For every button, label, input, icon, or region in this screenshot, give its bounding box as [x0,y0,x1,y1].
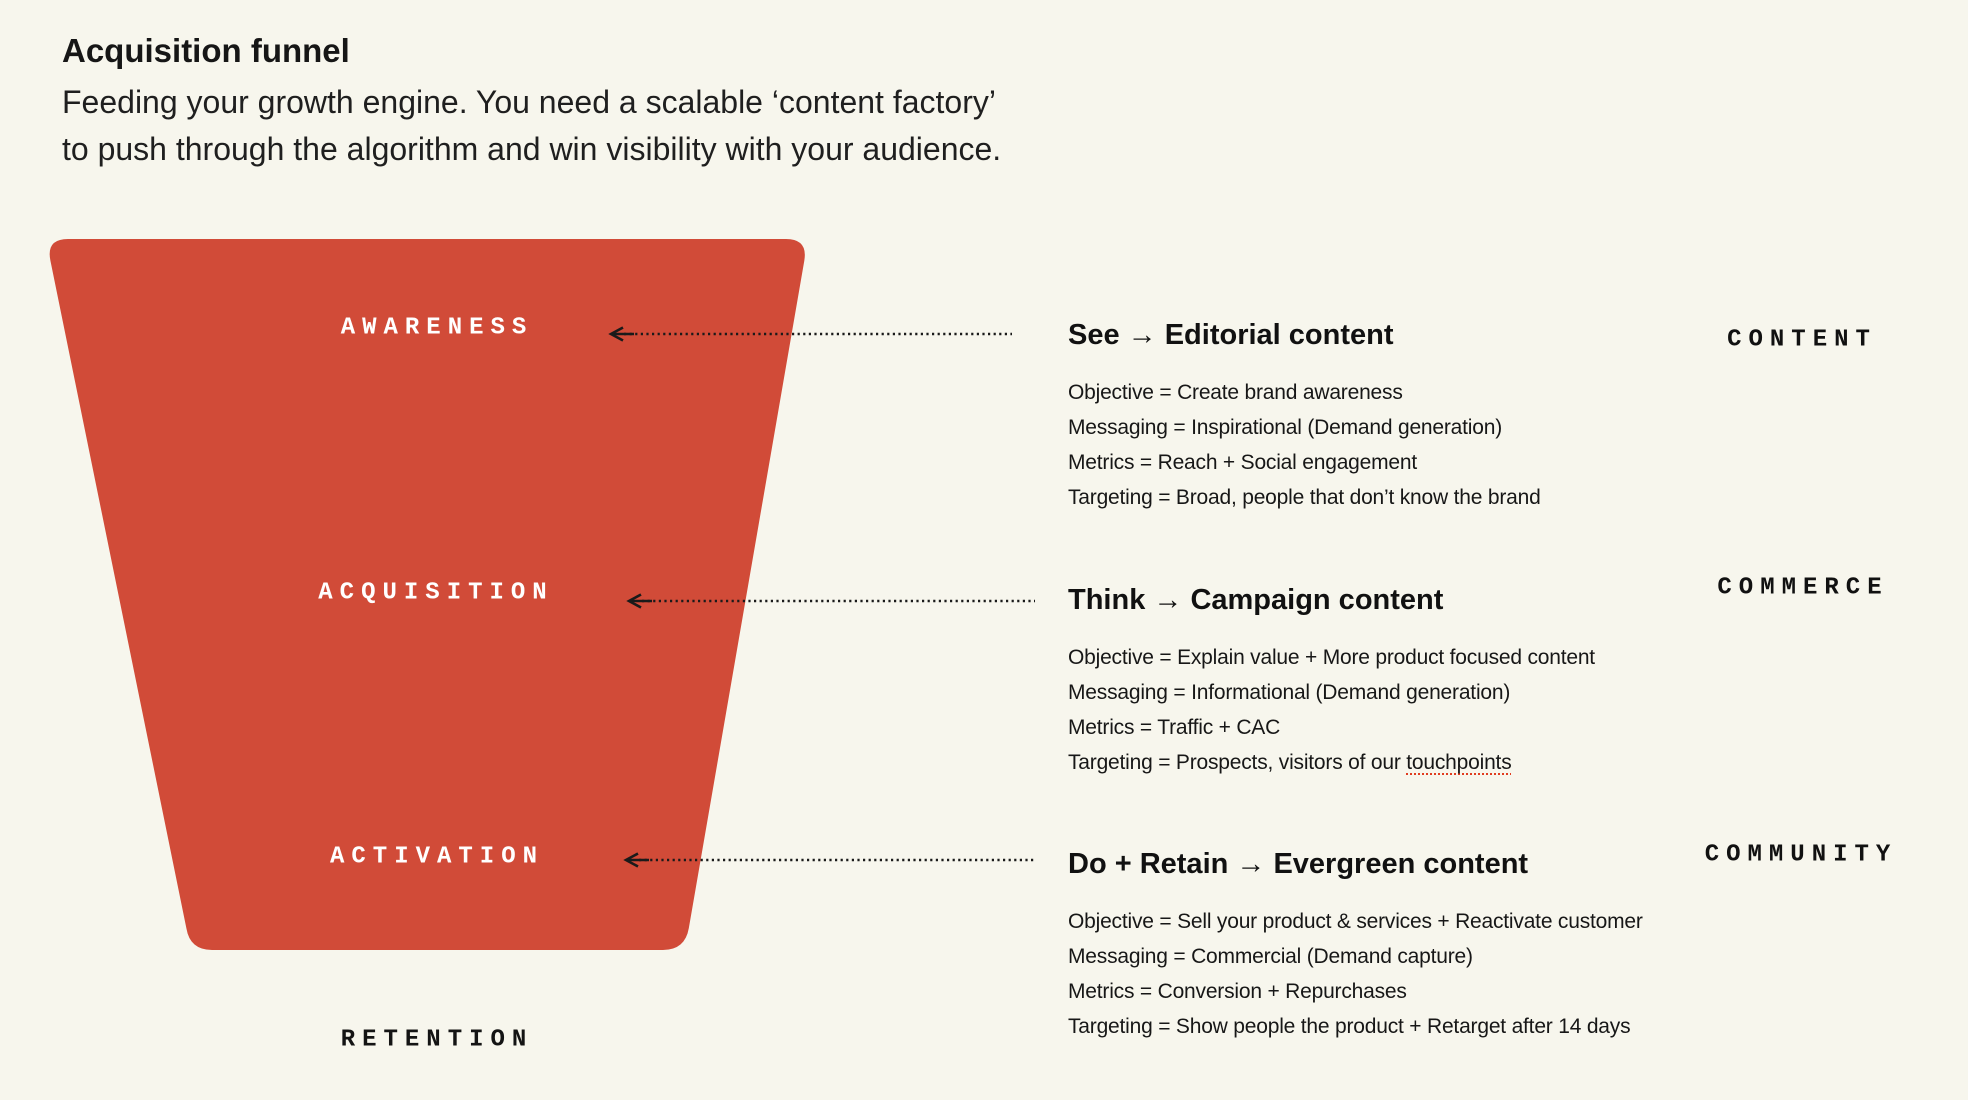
dotted-arrow-awareness-icon [608,326,1013,347]
detail-targeting: Targeting = Prospects, visitors of our t… [1068,745,1595,780]
dotted-arrow-acquisition-icon [626,593,1036,614]
detail-metrics: Metrics = Conversion + Repurchases [1068,980,1407,1003]
detail-targeting: Targeting = Show people the product + Re… [1068,1015,1631,1038]
detail-targeting: Targeting = Broad, people that don’t kno… [1068,486,1541,509]
category-label-commerce: COMMERCE [1717,574,1889,602]
detail-targeting-text: Targeting = Prospects, visitors of our [1068,751,1407,774]
section-think-campaign: Think → Campaign content Objective = Exp… [1068,582,1595,780]
detail-messaging: Messaging = Informational (Demand genera… [1068,681,1511,704]
page-subtitle: Feeding your growth engine. You need a s… [62,84,1002,167]
section-details: Objective = Create brand awareness Messa… [1068,375,1541,515]
detail-objective: Objective = Sell your product & services… [1068,910,1643,933]
section-details: Objective = Explain value + More product… [1068,640,1595,780]
page-title: Acquisition funnel [62,32,350,69]
funnel-trapezoid [49,239,805,950]
funnel-shape [49,239,805,950]
stage-label-retention: RETENTION [340,1026,534,1054]
stage-label-awareness: AWARENESS [340,314,534,342]
category-label-content: CONTENT [1727,326,1877,354]
section-see-editorial: See → Editorial content Objective = Crea… [1068,317,1541,515]
section-details: Objective = Sell your product & services… [1068,904,1643,1044]
stage-label-activation: ACTIVATION [329,843,545,871]
section-do-retain-evergreen: Do + Retain → Evergreen content Objectiv… [1068,846,1643,1044]
spellchecked-word: touchpoints [1406,751,1512,774]
dotted-arrow-activation-icon [623,852,1036,873]
category-label-community: COMMUNITY [1704,841,1898,869]
detail-objective: Objective = Explain value + More product… [1068,646,1595,669]
section-heading: Do + Retain → Evergreen content [1068,848,1529,880]
detail-objective: Objective = Create brand awareness [1068,381,1403,404]
detail-messaging: Messaging = Commercial (Demand capture) [1068,945,1473,968]
section-heading: Think → Campaign content [1068,584,1444,616]
detail-metrics: Metrics = Traffic + CAC [1068,716,1281,739]
header: Acquisition funnel Feeding your growth e… [62,30,1001,173]
detail-metrics: Metrics = Reach + Social engagement [1068,451,1418,474]
detail-messaging: Messaging = Inspirational (Demand genera… [1068,416,1502,439]
funnel-diagram [40,235,820,965]
section-heading: See → Editorial content [1068,319,1394,351]
stage-label-acquisition: ACQUISITION [318,579,554,607]
